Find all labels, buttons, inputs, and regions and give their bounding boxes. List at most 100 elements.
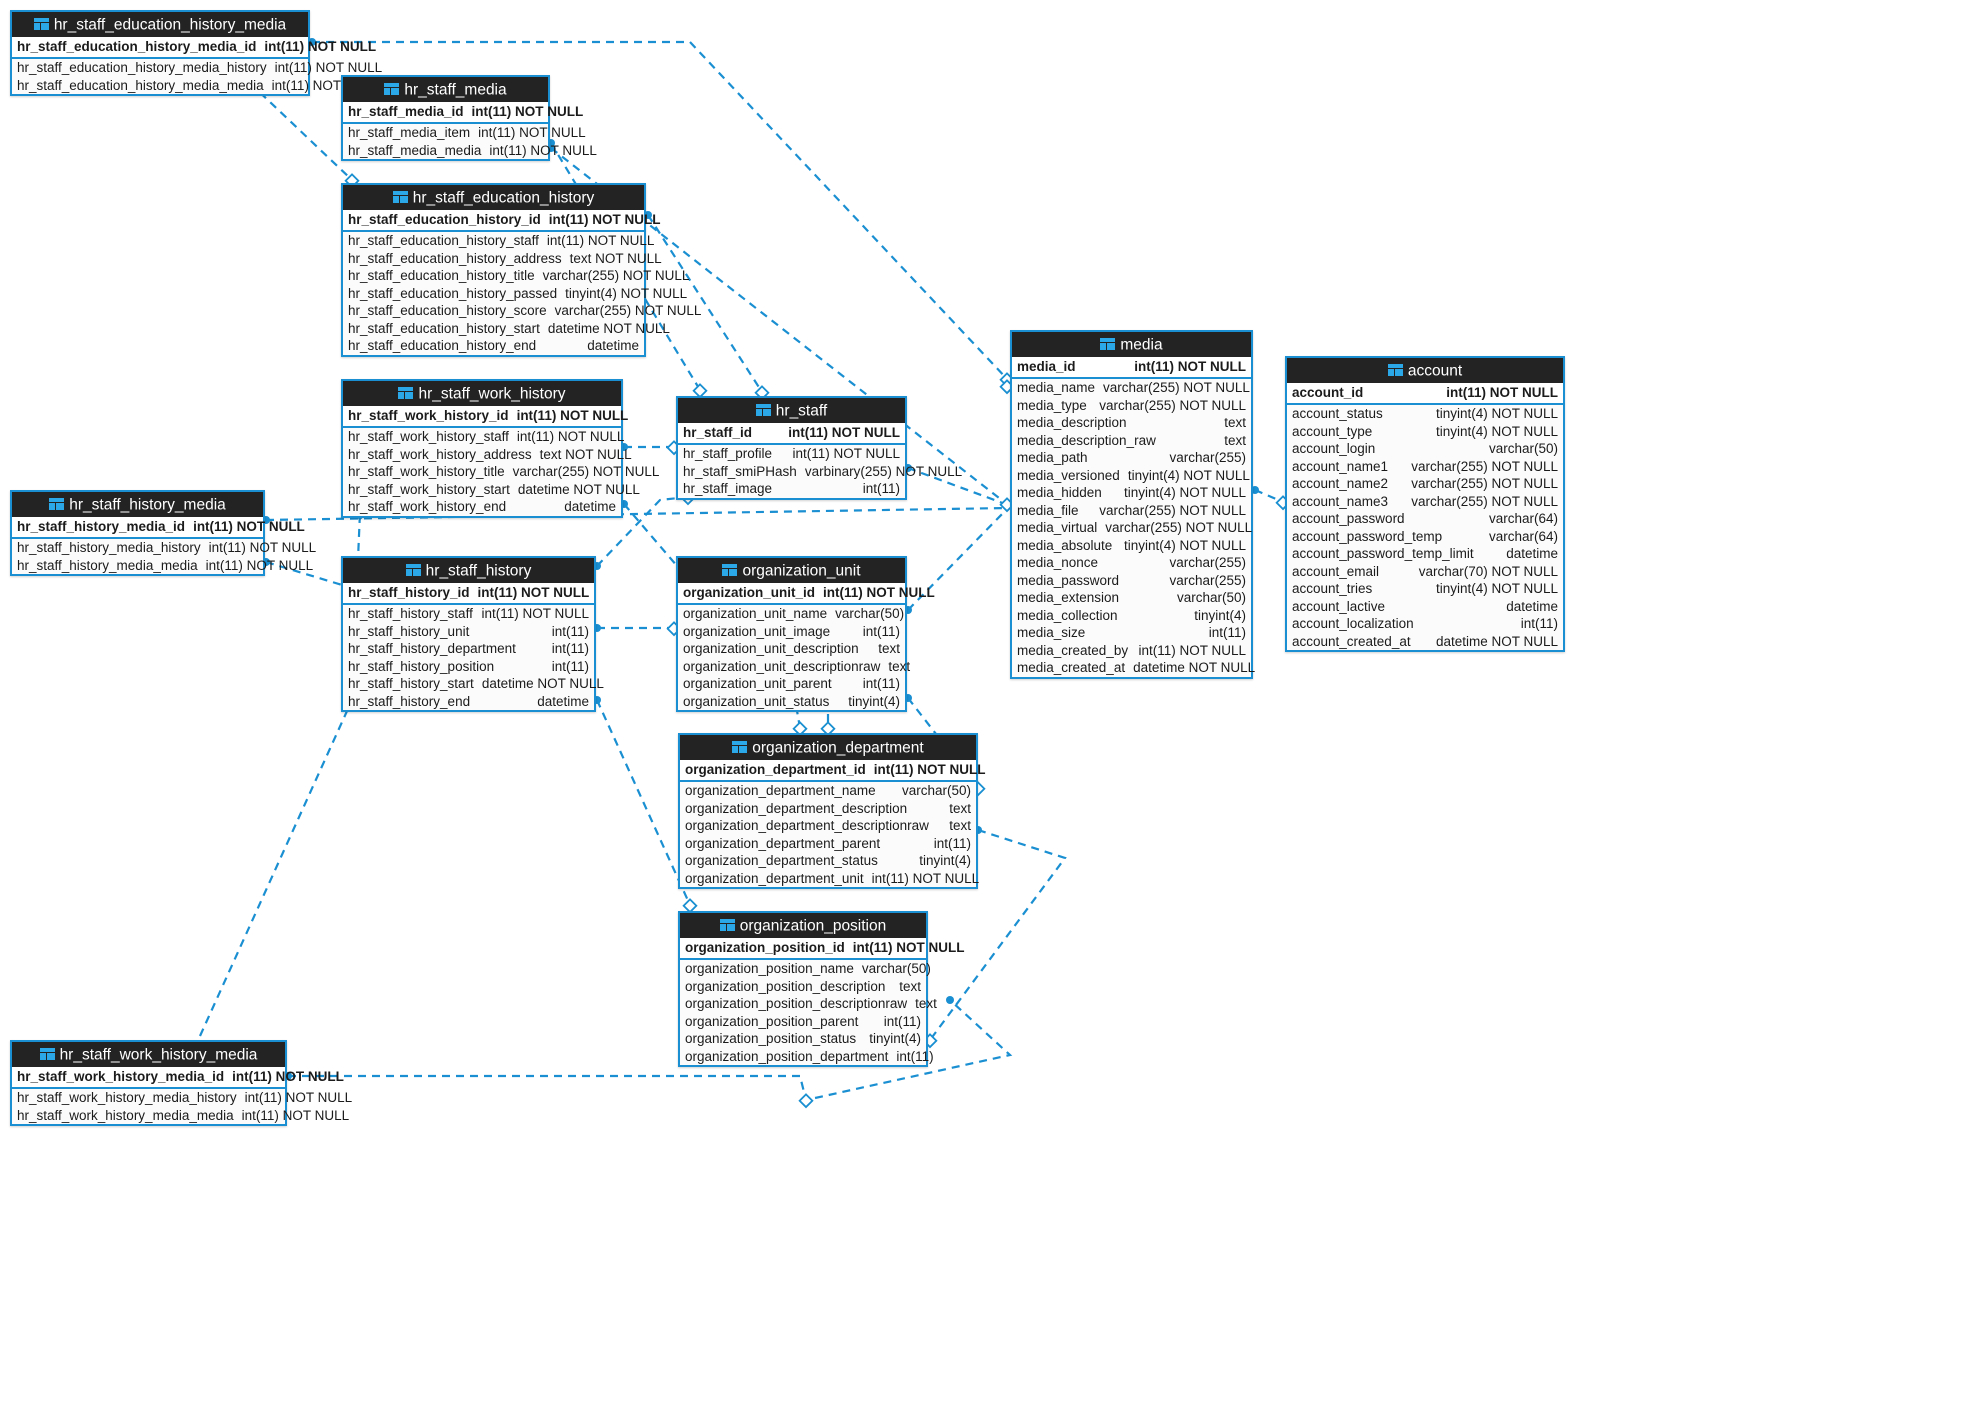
table-header[interactable]: hr_staff_media [343,77,548,102]
table-header[interactable]: hr_staff_work_history [343,381,621,406]
table-header[interactable]: organization_position [680,913,926,938]
table-header[interactable]: hr_staff_education_history [343,185,644,210]
table-header[interactable]: hr_staff_education_history_media [12,12,308,37]
table-header[interactable]: hr_staff_history [343,558,594,583]
table-header[interactable]: hr_staff_work_history_media [12,1042,285,1067]
table-header[interactable]: media [1012,332,1251,357]
table-header[interactable]: account [1287,358,1563,383]
table-header[interactable]: hr_staff [678,398,905,423]
entity-table-hr_staff_education_history[interactable]: hr_staff_education_history hr_staff_educa… [341,183,701,357]
table-header[interactable]: organization_department [680,735,976,760]
column-row[interactable]: hr_staff_education_history_media_history… [12,59,382,77]
